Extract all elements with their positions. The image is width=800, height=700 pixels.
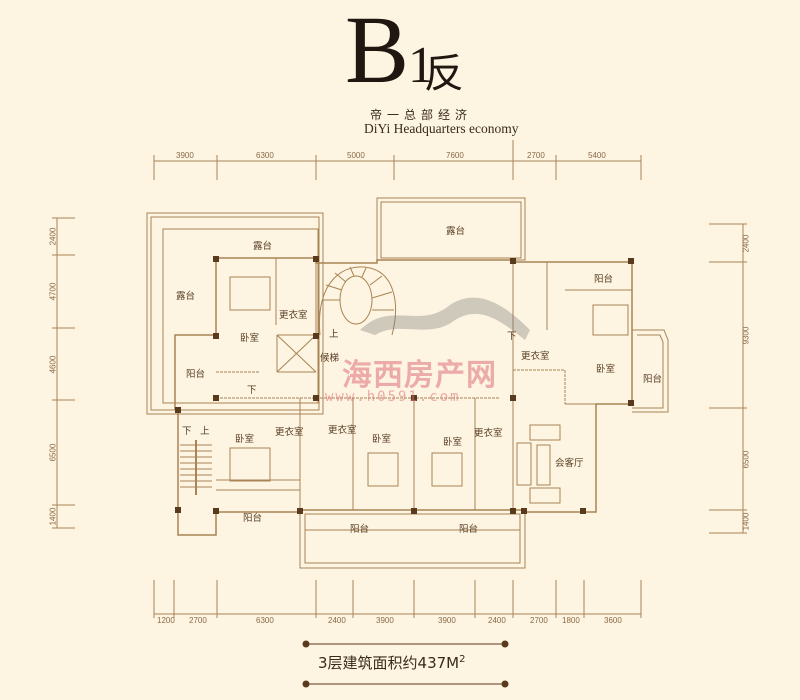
watermark-url: www.h0591.com	[325, 389, 461, 405]
floor-area-unit-superscript: 2	[459, 654, 466, 665]
balcony-bottom-outline	[299, 509, 526, 569]
room-label-lounge: 会客厅	[555, 458, 584, 469]
dim-bottom-10: 3600	[604, 616, 622, 625]
plan-title-letter: B	[345, 0, 410, 103]
room-label-closet: 更衣室	[275, 427, 304, 438]
dim-right-1: 2400	[741, 234, 751, 253]
room-label-balcony: 阳台	[643, 374, 663, 385]
room-label-bedroom: 卧室	[235, 434, 255, 445]
subtitle-chinese: 帝一总部经济	[370, 108, 473, 122]
room-label-closet: 更衣室	[279, 310, 308, 321]
dim-bottom-7: 2400	[488, 616, 506, 625]
dim-left-4: 6500	[48, 443, 58, 462]
plan-title-number: 1	[408, 37, 434, 94]
dim-right-3: 6500	[741, 450, 751, 469]
dim-bottom-1: 1200	[157, 616, 175, 625]
room-label-closet: 更衣室	[521, 351, 550, 362]
dim-bottom-2: 2700	[189, 616, 207, 625]
terrace-left-outline	[146, 212, 324, 415]
dim-bottom-3: 6300	[256, 616, 274, 625]
subtitle-english: DiYi Headquarters economy	[364, 121, 519, 136]
stair-up-label: 上	[200, 426, 210, 437]
plan-title-suffix: 反	[424, 51, 464, 97]
dim-left-2: 4700	[48, 282, 58, 301]
floor-area-label: 3层建筑面积约437M2	[318, 652, 466, 673]
dim-bottom-4: 2400	[328, 616, 346, 625]
room-label-terrace: 露台	[176, 291, 196, 302]
room-label-elevator-lobby: 候梯	[320, 353, 340, 364]
room-label-bedroom: 卧室	[596, 364, 616, 375]
room-label-bedroom: 卧室	[240, 333, 260, 344]
dim-top-4: 7600	[446, 151, 464, 160]
dim-bottom-5: 3900	[376, 616, 394, 625]
interior-walls	[216, 258, 632, 510]
room-label-closet: 更衣室	[474, 428, 503, 439]
room-label-balcony: 阳台	[186, 369, 206, 380]
room-label-bedroom: 卧室	[372, 434, 392, 445]
area-label-decoration	[302, 640, 509, 688]
dim-bottom-6: 3900	[438, 616, 456, 625]
dimension-ticks-right	[709, 223, 747, 534]
dimension-ticks-top	[153, 140, 642, 180]
room-label-terrace: 露台	[446, 226, 466, 237]
dim-right-4: 1400	[741, 512, 751, 531]
room-label-closet: 更衣室	[328, 425, 357, 436]
stair-down-label: 下	[182, 426, 192, 437]
room-label-balcony: 阳台	[243, 513, 263, 524]
dim-left-3: 4600	[48, 355, 58, 374]
stair-down-label: 下	[507, 331, 517, 342]
structural-columns	[175, 256, 634, 514]
lounge-furniture	[516, 424, 561, 504]
dimension-ticks-bottom	[153, 580, 642, 618]
dim-right-2: 9300	[741, 326, 751, 345]
stair-up-label: 上	[329, 329, 339, 340]
watermark-site-name: 海西房产网	[342, 358, 497, 393]
room-label-balcony: 阳台	[594, 274, 614, 285]
room-label-bedroom: 卧室	[443, 437, 463, 448]
room-label-balcony: 阳台	[350, 524, 370, 535]
watermark-logo-swoosh	[360, 297, 530, 340]
balcony-right-outline	[632, 329, 669, 413]
staircase-left	[180, 440, 212, 495]
dim-bottom-9: 1800	[562, 616, 580, 625]
room-label-terrace: 露台	[253, 241, 273, 252]
dimension-ticks-left	[52, 217, 75, 529]
dim-top-1: 3900	[176, 151, 194, 160]
floor-area-text: 3层建筑面积约437M	[318, 654, 460, 672]
beds	[229, 276, 629, 487]
stair-down-label: 下	[247, 385, 257, 396]
dim-top-3: 5000	[347, 151, 365, 160]
dim-left-1: 2400	[48, 227, 58, 246]
dim-bottom-8: 2700	[530, 616, 548, 625]
dim-top-5: 2700	[527, 151, 545, 160]
dim-top-6: 5400	[588, 151, 606, 160]
dim-top-2: 6300	[256, 151, 274, 160]
spiral-staircase	[318, 266, 397, 336]
dim-left-5: 1400	[48, 507, 58, 526]
room-label-balcony: 阳台	[459, 524, 479, 535]
